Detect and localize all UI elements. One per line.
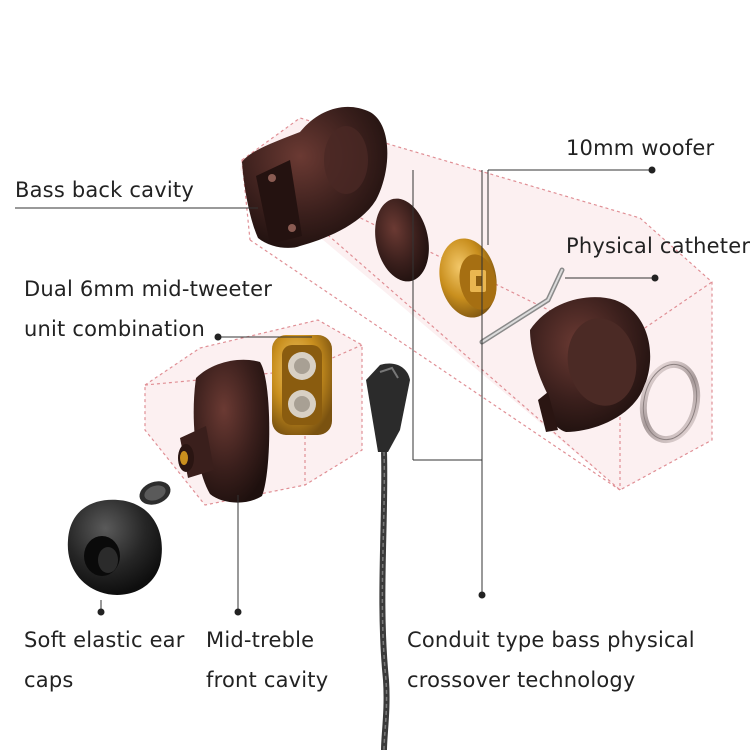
bass-back-cavity-shell: [242, 106, 388, 248]
label-front-cavity-line1: Mid-treble: [206, 628, 315, 652]
label-ear-caps-line2: caps: [24, 668, 74, 692]
label-dual-unit: Dual 6mm mid-tweeter unit combination: [24, 269, 272, 349]
label-conduit-line2: crossover technology: [407, 668, 636, 692]
label-dual-unit-line2: unit combination: [24, 317, 205, 341]
label-ear-caps-line1: Soft elastic ear: [24, 628, 185, 652]
front-cavity-shell: [178, 359, 270, 503]
label-woofer-text: 10mm woofer: [566, 136, 715, 160]
physical-catheter: [479, 267, 565, 345]
label-bass-back-cavity: Bass back cavity: [15, 170, 194, 210]
cable: [366, 363, 410, 750]
rear-shell: [530, 297, 651, 432]
dual-tweeter-unit: [272, 335, 332, 435]
label-front-cavity-line2: front cavity: [206, 668, 329, 692]
label-front-cavity: Mid-treble front cavity: [206, 620, 328, 700]
filter-mesh: [139, 481, 171, 505]
label-woofer: 10mm woofer: [566, 128, 714, 168]
label-conduit: Conduit type bass physical crossover tec…: [407, 620, 695, 700]
leader-lines: [15, 169, 655, 612]
leader-dots: [97, 166, 659, 616]
ear-cap: [67, 499, 162, 595]
label-ear-caps: Soft elastic ear caps: [24, 620, 185, 700]
label-conduit-line1: Conduit type bass physical: [407, 628, 695, 652]
label-bass-back-cavity-text: Bass back cavity: [15, 178, 194, 202]
label-catheter-text: Physical catheter: [566, 234, 750, 258]
metal-ring: [639, 360, 701, 444]
label-catheter: Physical catheter: [566, 226, 750, 266]
label-dual-unit-line1: Dual 6mm mid-tweeter: [24, 277, 273, 301]
woofer-cover-disc: [375, 198, 429, 282]
